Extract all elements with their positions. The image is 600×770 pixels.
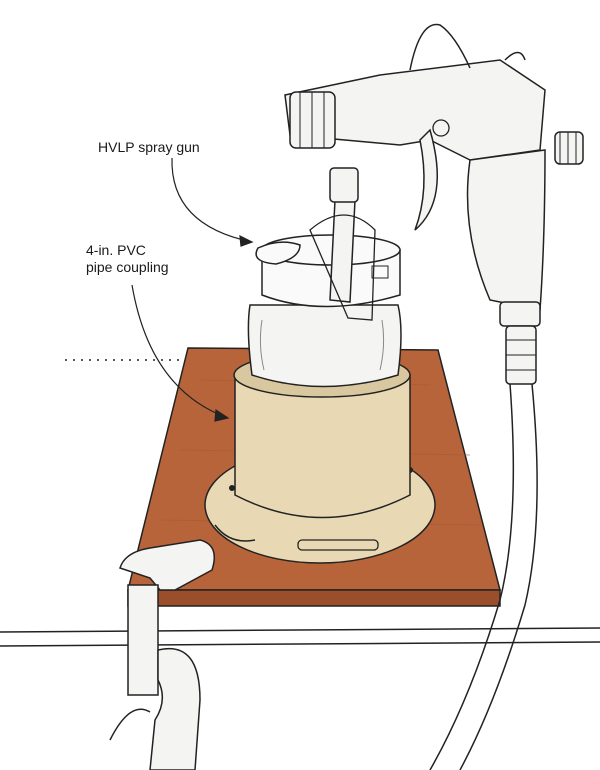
spray-gun-label: HVLP spray gun	[98, 139, 200, 155]
pvc-coupling-label-line1: 4-in. PVC	[86, 242, 146, 258]
clamp-icon	[109, 539, 215, 770]
spray-gun-icon	[284, 23, 584, 385]
leader-lines	[131, 157, 254, 422]
pvc-coupling-label: 4-in. PVC pipe coupling	[86, 242, 169, 276]
paint-cup	[247, 234, 402, 388]
table-surface	[0, 359, 600, 647]
hose-icon	[429, 383, 538, 770]
pvc-coupling-label-line2: pipe coupling	[86, 259, 169, 275]
